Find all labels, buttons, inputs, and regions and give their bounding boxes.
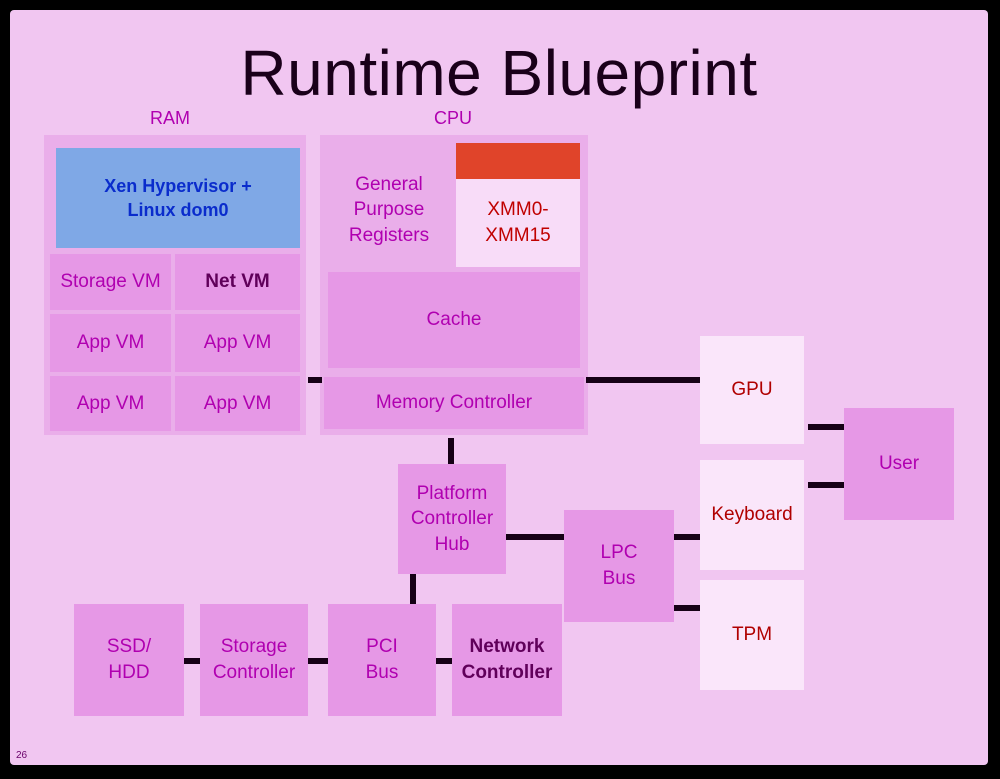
ssd-to-storage-controller-connector xyxy=(184,658,200,664)
app-vm-block: App VM xyxy=(50,314,171,372)
app-vm-block: App VM xyxy=(175,314,300,372)
net-vm-block: Net VM xyxy=(175,254,300,310)
pch-to-lpc-connector xyxy=(506,534,564,540)
app-vm-block: App VM xyxy=(175,376,300,431)
storage-controller-to-pci-connector xyxy=(308,658,328,664)
page-number: 26 xyxy=(16,750,28,761)
xmm-registers-block: XMM0- XMM15 xyxy=(456,179,580,267)
keyboard-block: Keyboard xyxy=(700,460,804,570)
pch-to-pci-connector xyxy=(410,574,416,604)
gpu-to-user-connector xyxy=(808,424,844,430)
ram-to-memory-controller-connector xyxy=(308,377,322,383)
slide: Runtime Blueprint RAM CPU Xen Hypervisor… xyxy=(10,10,988,765)
gpu-block: GPU xyxy=(700,336,804,444)
tpm-block: TPM xyxy=(700,580,804,690)
cache-block: Cache xyxy=(328,272,580,368)
memory-controller-block: Memory Controller xyxy=(324,377,584,429)
cpu-label: CPU xyxy=(433,108,472,128)
lpc-to-tpm-connector xyxy=(674,605,700,611)
app-vm-block: App VM xyxy=(50,376,171,431)
xmm-header-block xyxy=(456,143,580,179)
memory-controller-to-pch-connector xyxy=(448,438,454,464)
platform-controller-hub-block: Platform Controller Hub xyxy=(398,464,506,574)
storage-vm-block: Storage VM xyxy=(50,254,171,310)
lpc-bus-block: LPC Bus xyxy=(564,510,674,622)
ram-label: RAM xyxy=(150,108,190,128)
storage-controller-block: Storage Controller xyxy=(200,604,308,716)
user-block: User xyxy=(844,408,954,520)
ssd-hdd-block: SSD/ HDD xyxy=(74,604,184,716)
pci-bus-block: PCI Bus xyxy=(328,604,436,716)
keyboard-to-user-connector xyxy=(808,482,844,488)
memory-controller-to-gpu-connector xyxy=(586,377,700,383)
lpc-to-keyboard-connector xyxy=(674,534,700,540)
pci-to-network-controller-connector xyxy=(436,658,452,664)
hypervisor-block: Xen Hypervisor + Linux dom0 xyxy=(56,148,300,248)
registers-block: General Purpose Registers xyxy=(348,173,430,246)
slide-title: Runtime Blueprint xyxy=(240,37,758,109)
network-controller-block: Network Controller xyxy=(452,604,562,716)
